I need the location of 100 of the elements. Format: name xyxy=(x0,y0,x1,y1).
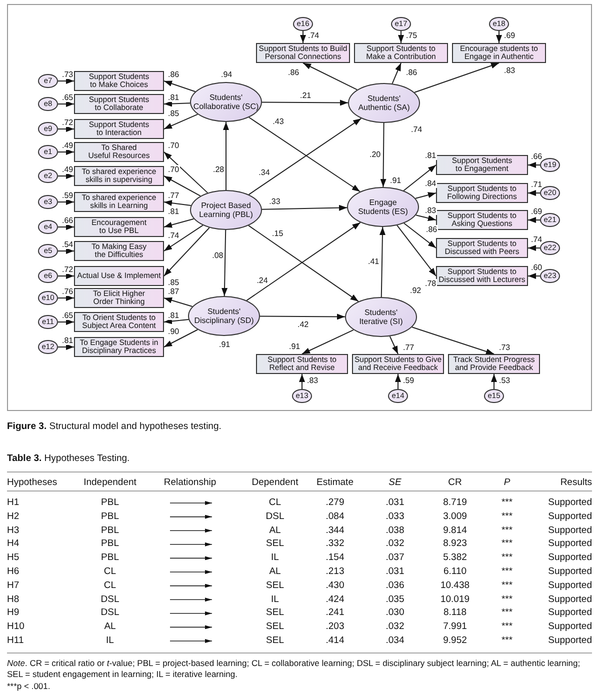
path-coefficient: .81 xyxy=(424,151,438,160)
critical-ratio-value: 9.952 xyxy=(443,635,467,646)
error-term-ellipse xyxy=(38,244,58,258)
latent-variable-label: Project Based Learning (PBL) xyxy=(198,201,254,219)
r-squared-value: .75 xyxy=(405,31,418,40)
r-squared-value: .81 xyxy=(61,336,74,345)
path-coefficient: .87 xyxy=(167,287,180,296)
dependent-variable: SEL xyxy=(266,621,284,632)
path-coefficient: .34 xyxy=(258,168,271,178)
column-header: Estimate xyxy=(316,477,354,488)
r-squared-value: .59 xyxy=(402,376,416,385)
r-squared-value: .59 xyxy=(61,191,74,200)
estimate-value: .241 xyxy=(326,607,344,618)
standard-error-value: .036 xyxy=(386,580,404,591)
result-text: Supported xyxy=(548,552,592,564)
hypothesis-label: H4 xyxy=(7,538,20,550)
error-term-ellipse xyxy=(540,158,560,172)
estimate-value: .203 xyxy=(326,621,344,632)
standard-error-value: .038 xyxy=(386,524,404,536)
path-coefficient: .81 xyxy=(167,93,180,102)
dependent-variable: SEL xyxy=(266,580,284,591)
estimate-value: .414 xyxy=(326,635,344,646)
indicator-box xyxy=(74,119,164,139)
standard-error-value: .034 xyxy=(386,635,404,646)
column-header: P xyxy=(504,477,510,488)
indicator-box xyxy=(74,312,164,332)
error-term-ellipse xyxy=(38,291,58,305)
indicator-box xyxy=(74,217,164,237)
indicator-box xyxy=(74,142,164,162)
table-note: Note. CR = critical ratio or t-value; PBL = project-based learning; CL = collaborative learning; DSL = disciplinary subject learning; AL = authentic learning; SEL = student engagement in learning; IL = iterative learning. xyxy=(7,658,582,679)
arrow xyxy=(491,374,497,390)
r-squared-value: .83 xyxy=(306,376,320,385)
path-coefficient: .77 xyxy=(167,191,180,200)
significance-mark: *** xyxy=(501,594,513,605)
r-squared-value: .72 xyxy=(61,118,74,127)
arrow xyxy=(164,318,190,324)
critical-ratio-value: 8.923 xyxy=(443,538,467,550)
arrow xyxy=(299,374,305,390)
path-coefficient: .70 xyxy=(167,165,180,174)
independent-variable: PBL xyxy=(101,524,119,536)
arrow xyxy=(404,222,436,248)
result-text: Supported xyxy=(548,607,592,618)
latent-variable-label: Students' Iterative (SI) xyxy=(358,308,404,326)
r-squared-value: .74 xyxy=(307,31,320,40)
r-squared-value: .91 xyxy=(389,176,402,185)
dependent-variable: SEL xyxy=(266,607,284,618)
independent-variable: PBL xyxy=(101,510,119,522)
r-squared-value: .74 xyxy=(410,125,424,134)
arrow xyxy=(415,192,436,199)
estimate-value: .213 xyxy=(326,566,344,577)
error-term-ellipse xyxy=(540,269,560,283)
critical-ratio-value: 3.009 xyxy=(443,510,467,522)
arrow xyxy=(58,149,74,155)
critical-ratio-value: 10.438 xyxy=(440,580,470,591)
standard-error-value: .033 xyxy=(386,510,404,522)
arrow xyxy=(164,224,204,252)
hypothesis-label: H10 xyxy=(7,621,24,632)
path-coefficient: .90 xyxy=(167,327,180,336)
error-term-ellipse xyxy=(38,122,58,136)
indicator-box xyxy=(354,43,448,63)
arrow xyxy=(58,248,74,254)
arrow xyxy=(415,214,436,221)
indicator-box xyxy=(74,288,164,308)
r-squared-value: .65 xyxy=(61,311,74,320)
path-coefficient: .28 xyxy=(212,164,226,174)
standard-error-value: .031 xyxy=(386,497,404,508)
latent-variable-label: Students' Authentic (SA) xyxy=(357,94,411,112)
path-coefficient: .86 xyxy=(287,68,300,77)
r-squared-value: .76 xyxy=(61,287,74,296)
error-term-ellipse xyxy=(388,389,408,403)
dependent-variable: SEL xyxy=(266,635,284,646)
error-term-ellipse xyxy=(540,186,560,200)
hypothesis-label: H11 xyxy=(7,635,24,646)
path-coefficient: .81 xyxy=(167,311,180,320)
indicator-box xyxy=(74,166,164,186)
dependent-variable: AL xyxy=(269,566,281,577)
indicator-box xyxy=(436,155,528,175)
r-squared-value: .72 xyxy=(61,265,74,274)
path-coefficient: .86 xyxy=(405,68,418,77)
indicator-box xyxy=(436,238,528,258)
critical-ratio-value: 5.382 xyxy=(443,552,467,564)
path-coefficient: .77 xyxy=(402,343,416,352)
column-header: Results xyxy=(560,477,592,488)
dependent-variable: CL xyxy=(268,497,282,508)
independent-variable: CL xyxy=(104,566,116,577)
hypothesis-label: H7 xyxy=(7,580,20,591)
significance-mark: *** xyxy=(501,510,513,522)
arrow xyxy=(395,374,401,390)
arrow xyxy=(164,227,210,276)
r-squared-value: .66 xyxy=(530,152,544,161)
arrow xyxy=(164,297,193,307)
standard-error-value: .032 xyxy=(386,621,404,632)
path-coefficient: .43 xyxy=(272,116,285,126)
hypothesis-label: H1 xyxy=(7,497,20,508)
path-coefficient: .41 xyxy=(367,257,380,266)
latent-variable-ellipse xyxy=(348,83,420,123)
error-term-ellipse xyxy=(540,213,560,227)
latent-variable-label: Engage Students (ES) xyxy=(357,198,409,216)
arrow xyxy=(164,218,194,228)
path-coefficient: .83 xyxy=(503,66,516,75)
